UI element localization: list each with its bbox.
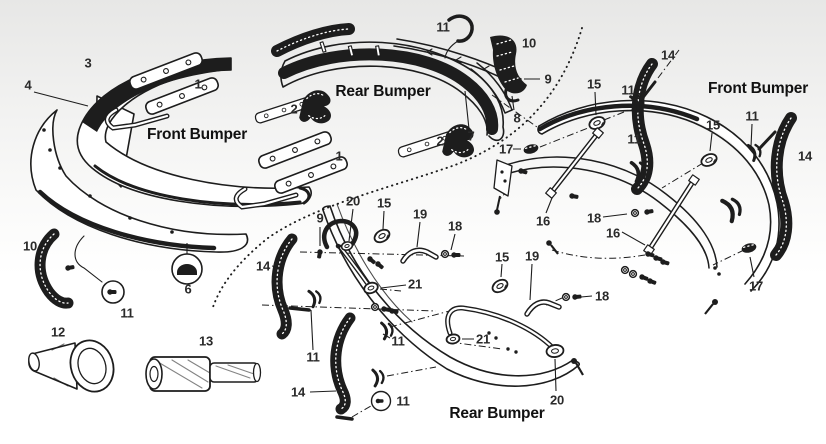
front-bumper-left-group bbox=[30, 51, 474, 253]
part-label-11: 11 bbox=[621, 82, 635, 98]
part-label-19: 19 bbox=[524, 248, 540, 264]
part-label-4: 4 bbox=[24, 77, 32, 93]
part-label-11: 11 bbox=[627, 131, 641, 147]
part-label-15: 15 bbox=[494, 249, 510, 265]
part-label-20: 20 bbox=[345, 193, 361, 209]
part-label-2: 2 bbox=[290, 101, 298, 117]
loose-parts-left-group bbox=[28, 228, 262, 393]
part-label-14: 14 bbox=[660, 47, 676, 63]
part-label-10: 10 bbox=[22, 238, 38, 254]
rear-bumper-top-group bbox=[271, 14, 540, 142]
part-label-16: 16 bbox=[605, 225, 621, 241]
part-label-14: 14 bbox=[255, 258, 271, 274]
part-label-21: 21 bbox=[475, 331, 491, 347]
part-label-1: 1 bbox=[194, 76, 202, 92]
part-label-11: 11 bbox=[391, 333, 405, 349]
part-label-20: 20 bbox=[549, 392, 565, 408]
part-label-14: 14 bbox=[797, 148, 813, 164]
part-label-9: 9 bbox=[544, 71, 552, 87]
group-label-rear-bumper: Rear Bumper bbox=[335, 83, 431, 100]
part-label-11: 11 bbox=[120, 305, 134, 321]
part-label-11: 11 bbox=[436, 19, 450, 35]
rear-bumper-bottom-group bbox=[261, 203, 584, 421]
part-label-9: 9 bbox=[316, 210, 324, 226]
part-label-16: 16 bbox=[535, 213, 551, 229]
part-label-18: 18 bbox=[586, 210, 602, 226]
group-label-rear-bumper: Rear Bumper bbox=[449, 405, 545, 422]
part-label-12: 12 bbox=[50, 324, 66, 340]
part-label-10: 10 bbox=[521, 35, 537, 51]
part-label-11: 11 bbox=[396, 393, 410, 409]
part-label-14: 14 bbox=[290, 384, 306, 400]
part-label-3: 3 bbox=[84, 55, 92, 71]
part-label-1: 1 bbox=[335, 148, 343, 164]
part-label-18: 18 bbox=[447, 218, 463, 234]
part-label-18: 18 bbox=[594, 288, 610, 304]
part-label-17: 17 bbox=[748, 278, 764, 294]
part-label-11: 11 bbox=[306, 349, 320, 365]
part-label-8: 8 bbox=[513, 110, 521, 126]
front-bumper-right-group bbox=[491, 49, 797, 315]
group-label-front-bumper: Front Bumper bbox=[146, 126, 248, 143]
part-label-15: 15 bbox=[586, 76, 602, 92]
part-label-21: 21 bbox=[407, 276, 423, 292]
part-label-19: 19 bbox=[412, 206, 428, 222]
part-label-17: 17 bbox=[498, 141, 514, 157]
part-label-11: 11 bbox=[745, 108, 759, 124]
group-label-front-bumper: Front Bumper bbox=[707, 80, 809, 97]
part-label-7: 7 bbox=[467, 128, 475, 144]
part-label-13: 13 bbox=[198, 333, 214, 349]
part-label-2: 2 bbox=[436, 133, 444, 149]
part-label-15: 15 bbox=[376, 195, 392, 211]
part-label-15: 15 bbox=[705, 117, 721, 133]
part-label-6: 6 bbox=[184, 281, 192, 297]
